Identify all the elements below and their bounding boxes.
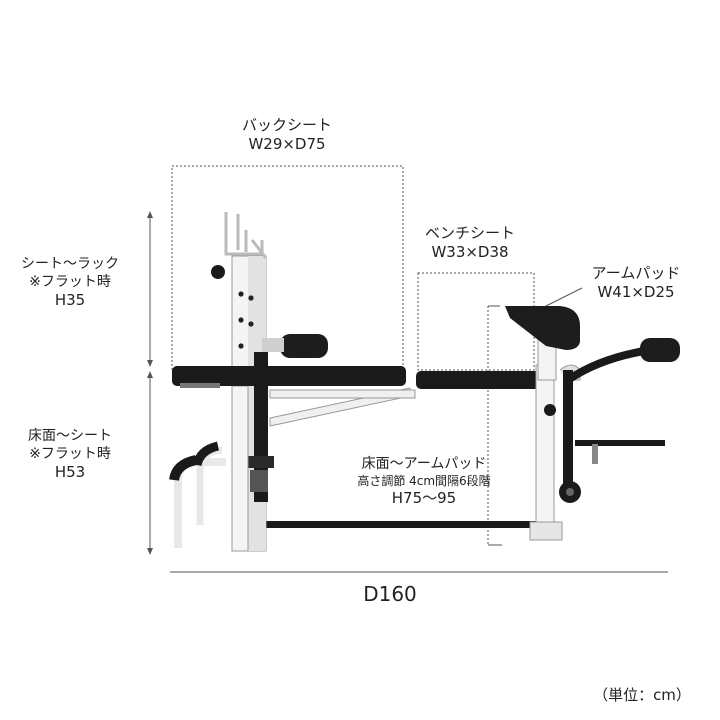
back-seat-size: W29×D75 <box>248 134 326 153</box>
back-seat-name: バックシート <box>241 116 332 134</box>
unit-label: （単位：cm） <box>593 686 691 704</box>
seat-to-rack-line2: ※フラット時 <box>29 273 111 290</box>
arm-pad-label: アームパッド W41×D25 <box>576 264 696 302</box>
bench-seat-name: ベンチシート <box>424 224 515 242</box>
floor-to-armpad-line2: 高さ調節 4cm間隔6段階 <box>357 473 491 488</box>
seat-to-rack-line1: シート〜ラック <box>21 256 119 272</box>
floor-to-seat-label: 床面〜シート ※フラット時 H53 <box>4 428 136 482</box>
arm-pad-name: アームパッド <box>591 264 681 282</box>
arm-pad-size: W41×D25 <box>597 282 675 301</box>
armpad-leader-line <box>541 287 583 309</box>
floor-to-armpad-line1: 床面〜アームパッド <box>361 456 487 472</box>
bench-seat-label: ベンチシート W33×D38 <box>410 224 530 262</box>
floor-to-seat-value: H53 <box>54 463 86 481</box>
floor-to-armpad-label: 床面〜アームパッド 高さ調節 4cm間隔6段階 H75〜95 <box>336 456 512 507</box>
seat-to-rack-label: シート〜ラック ※フラット時 H35 <box>4 256 136 310</box>
floor-to-seat-line1: 床面〜シート <box>28 428 112 444</box>
seat-to-rack-value: H35 <box>54 291 86 309</box>
bench-frame <box>169 212 680 552</box>
depth-label: D160 <box>363 582 417 606</box>
floor-to-seat-line2: ※フラット時 <box>29 445 111 462</box>
arrow-heads <box>147 211 153 555</box>
bench-seat-size: W33×D38 <box>431 242 509 261</box>
floor-to-armpad-value: H75〜95 <box>391 488 457 507</box>
back-seat-label: バックシート W29×D75 <box>214 116 360 154</box>
